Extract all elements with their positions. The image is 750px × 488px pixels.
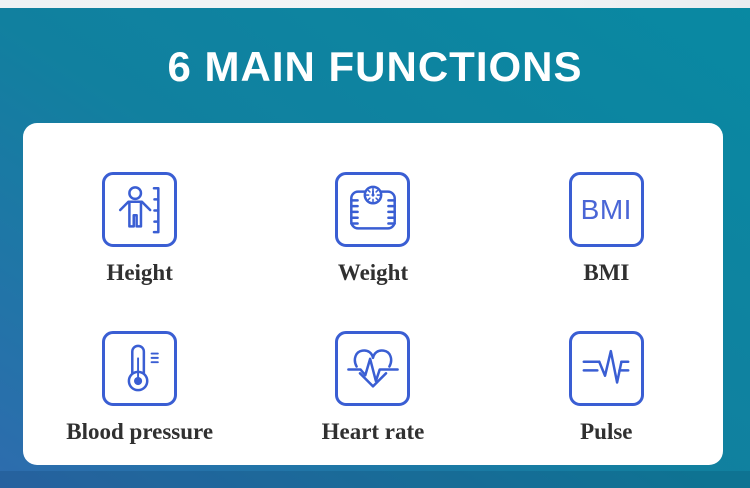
function-cell-pulse: Pulse bbox=[490, 330, 723, 466]
weight-scale-icon bbox=[350, 185, 396, 230]
function-cell-bmi: BMI BMI bbox=[490, 172, 723, 307]
function-label: Weight bbox=[337, 260, 409, 285]
pulse-icon-box bbox=[568, 330, 644, 406]
function-label: Pulse bbox=[580, 418, 633, 444]
bottom-strip bbox=[0, 471, 750, 488]
function-label: Blood pressure bbox=[66, 418, 214, 444]
function-cell-heart-rate: Heart rate bbox=[256, 330, 489, 466]
weight-icon-box bbox=[335, 172, 411, 247]
top-strip bbox=[0, 0, 750, 8]
heart-ecg-icon bbox=[347, 349, 399, 388]
blood-pressure-icon-box bbox=[102, 330, 178, 406]
bmi-icon-box: BMI bbox=[568, 172, 644, 247]
functions-card: Height Weight BMI BMI bbox=[23, 123, 723, 465]
pulse-wave-icon bbox=[582, 349, 630, 384]
function-label: Height bbox=[106, 260, 173, 285]
function-cell-blood-pressure: Blood pressure bbox=[23, 330, 256, 466]
height-ruler-icon bbox=[118, 185, 160, 233]
function-label: BMI bbox=[583, 260, 630, 285]
page-title: 6 MAIN FUNCTIONS bbox=[167, 43, 583, 90]
height-icon-box bbox=[102, 172, 178, 247]
bmi-icon: BMI bbox=[580, 193, 632, 225]
thermometer-icon bbox=[127, 344, 159, 392]
function-cell-weight: Weight bbox=[256, 172, 489, 307]
function-label: Heart rate bbox=[321, 418, 425, 444]
heart-rate-icon-box bbox=[335, 330, 411, 406]
function-cell-height: Height bbox=[23, 172, 256, 307]
